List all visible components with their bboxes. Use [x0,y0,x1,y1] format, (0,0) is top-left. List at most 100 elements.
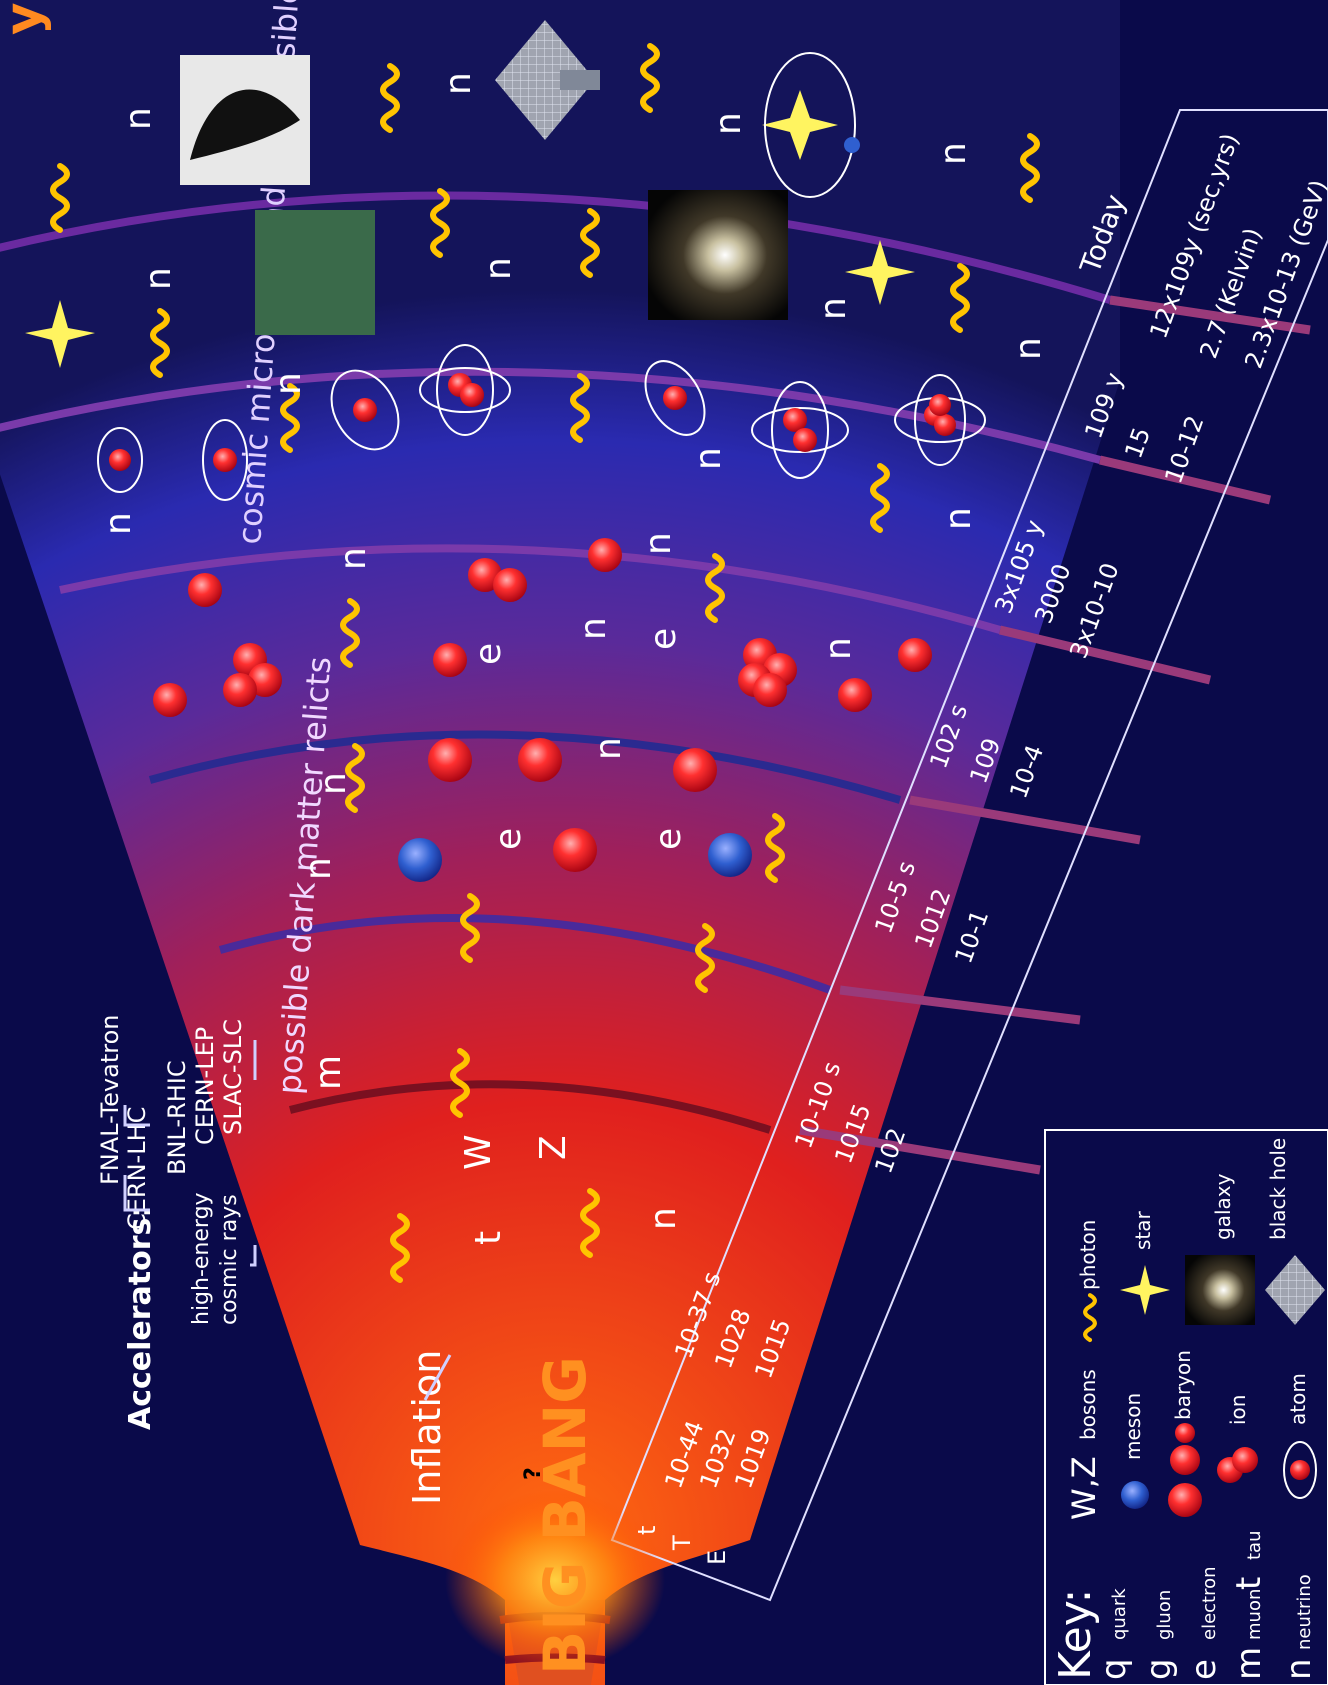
key-photon-label: photon [1076,1220,1100,1290]
key-galaxy-label: galaxy [1211,1173,1235,1240]
cosmic-rays-line2: cosmic rays [217,1194,242,1325]
key-electron-label: electron [1199,1566,1220,1640]
particle-e: e [643,628,684,650]
particle-field [25,20,1037,1280]
key-black-hole-icon [1265,1255,1325,1325]
key-gluon-label: gluon [1154,1590,1175,1640]
title-partial: y [0,2,52,35]
star-icon [762,90,838,160]
key-tau-sym: t [1229,1577,1269,1590]
baryon-icon [673,748,717,792]
key-ion-label: ion [1226,1395,1250,1425]
atom-icon [330,369,400,451]
particle-z: Z [533,1135,574,1160]
nucleon-icon [188,573,222,607]
particle-t: t [468,1231,509,1245]
key-photon-icon [1085,1295,1095,1340]
planetary-system-icon [764,52,860,198]
question-mark: ? [521,1467,546,1480]
nucleon-icon [838,678,872,712]
star-icon [845,240,915,305]
particle-n: n [98,512,139,535]
arc-today [0,191,1112,304]
key-star-label: star [1131,1210,1155,1250]
particle-n: n [438,72,479,95]
particle-n: n [818,637,859,660]
photo-image-shape [190,89,300,160]
arc-dark-matter [288,1080,772,1134]
key-star-icon [1120,1265,1170,1315]
arc-nucleosynthesis [148,730,902,804]
inflation-arrow [423,1354,452,1401]
star-icon [25,300,95,368]
key-ion-icon-2 [1232,1447,1258,1473]
col6-E: 10-12 [1159,412,1209,487]
particle-e: e [468,643,509,665]
atom-icon [97,427,143,493]
nucleon-icon [153,683,187,717]
key-black-hole-label: black hole [1266,1138,1290,1240]
particle-glyphs: t W Z n m n n n e e e e n n n n n n n n … [98,72,1049,1245]
key-neutrino-label: neutrino [1294,1574,1315,1650]
accelerator-slac-slc: SLAC-SLC [219,1019,247,1135]
ion-icon [738,638,797,707]
row-label-E: E [703,1550,731,1565]
arc-quark-hadron [218,914,832,994]
key-title: Key: [1050,1589,1101,1680]
col3-E: 10-1 [949,906,994,967]
particle-n: n [298,857,339,880]
key-quark-sym: q [1094,1658,1134,1680]
particle-n: n [313,772,354,795]
accelerator-bnl-rhic: BNL-RHIC [163,1060,191,1175]
row-label-T: T [668,1535,696,1551]
key-baryon-icon [1168,1483,1202,1517]
big-bang-glow [445,1490,665,1670]
particle-n: n [933,142,974,165]
accelerator-cern-lep: CERN-LEP [191,1027,219,1145]
key-meson-icon [1121,1481,1149,1509]
particle-n: n [573,617,614,640]
nucleon-icon [433,643,467,677]
cosmic-rays-line1: high-energy [189,1192,214,1325]
key-box [1044,1129,1328,1685]
epoch-table-box [610,109,1328,1602]
key-legend: Key: q quark g gluon e electron m muon t… [1050,1138,1325,1680]
key-gluon-sym: g [1139,1658,1179,1680]
baryon-icon [428,738,472,782]
key-bosons-label: bosons [1076,1369,1100,1440]
key-bosons-sym: W,Z [1065,1456,1103,1520]
key-neutrino-sym: n [1279,1658,1319,1680]
nucleon-icon [588,538,622,572]
particle-n: n [138,267,179,290]
particle-n: n [938,507,979,530]
key-atom-label: atom [1286,1373,1310,1425]
particle-n: n [638,532,679,555]
meson-icon [398,838,442,882]
key-galaxy-icon [1185,1255,1255,1325]
particle-n: n [688,447,729,470]
atom-icon [202,419,248,501]
particle-e: e [648,828,689,850]
arc-recombination [59,544,1002,634]
black-hole-icon [495,20,595,140]
particle-n: n [268,372,309,395]
key-nucleon-icon [1170,1445,1200,1475]
particle-e: e [488,828,529,850]
key-atom-nucleus [1290,1460,1310,1480]
key-baryon-label: baryon [1171,1350,1195,1420]
key-quark-label: quark [1109,1588,1130,1640]
key-atom-icon [1283,1441,1317,1499]
baryon-icon [518,738,562,782]
particle-n: n [333,547,374,570]
nebula-image [255,210,375,335]
particle-m: m [308,1055,349,1090]
meson-icon [708,833,752,877]
key-meson-label: meson [1121,1393,1145,1460]
inflation-label: Inflation [405,1350,449,1505]
nucleon-icon [898,638,932,672]
particle-n: n [118,107,159,130]
atom-icon [751,381,849,479]
ion-icon [223,643,282,707]
col4-E: 10-4 [1004,741,1049,802]
